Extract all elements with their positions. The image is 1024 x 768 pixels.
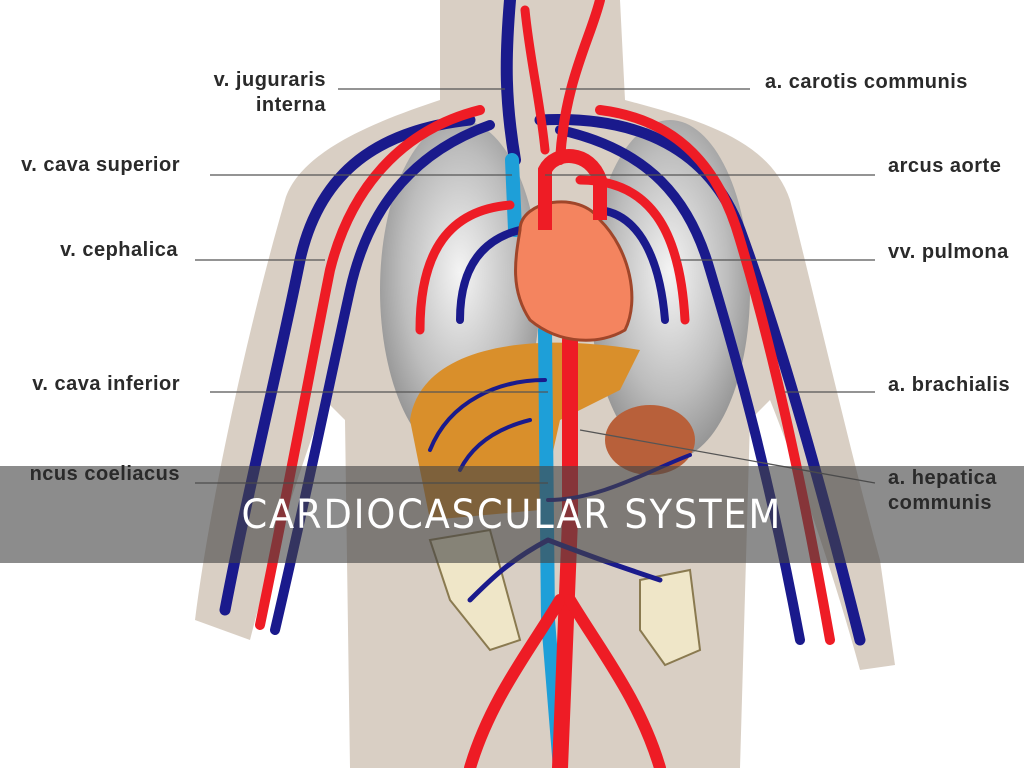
label-vena-cava-inferior: v. cava inferior xyxy=(32,373,180,395)
label-line: a. hepatica xyxy=(888,467,997,489)
label-vena-cava-superior: v. cava superior xyxy=(21,154,180,176)
carotid-left xyxy=(520,5,550,155)
label-line: interna xyxy=(255,94,326,116)
title-banner: CARDIOCASCULAR SYSTEM xyxy=(0,466,1024,563)
pulmonary-left-vein xyxy=(456,226,524,324)
stomach xyxy=(605,405,695,475)
label-brachial-artery: a. brachialis xyxy=(888,374,1011,396)
intestine-right xyxy=(639,568,702,667)
label-hepatic-artery: a. hepatica communis xyxy=(888,466,997,516)
pulmonary-right-vein xyxy=(596,206,669,324)
label-carotid-artery: a. carotis communis xyxy=(765,71,968,93)
iliac-left xyxy=(464,594,566,768)
label-jugular-vein: v. juguraris interna xyxy=(214,68,326,118)
slide-title: CARDIOCASCULAR SYSTEM xyxy=(241,491,783,538)
label-line: communis xyxy=(888,492,993,514)
iliac-right xyxy=(564,594,666,768)
label-cephalic-vein: v. cephalica xyxy=(60,239,178,261)
right-lung xyxy=(590,120,750,460)
label-pulmonary-veins: vv. pulmona xyxy=(888,241,1009,263)
label-aortic-arch: arcus aorte xyxy=(888,155,1002,177)
carotid-artery xyxy=(555,0,605,165)
aortic-arch xyxy=(538,149,607,230)
pulmonary-left-artery xyxy=(415,200,515,335)
jugular-vein xyxy=(500,0,521,166)
label-coeliac-trunk: ncus coeliacus xyxy=(29,463,180,485)
label-line: v. juguraris xyxy=(213,69,326,91)
heart xyxy=(514,200,634,342)
